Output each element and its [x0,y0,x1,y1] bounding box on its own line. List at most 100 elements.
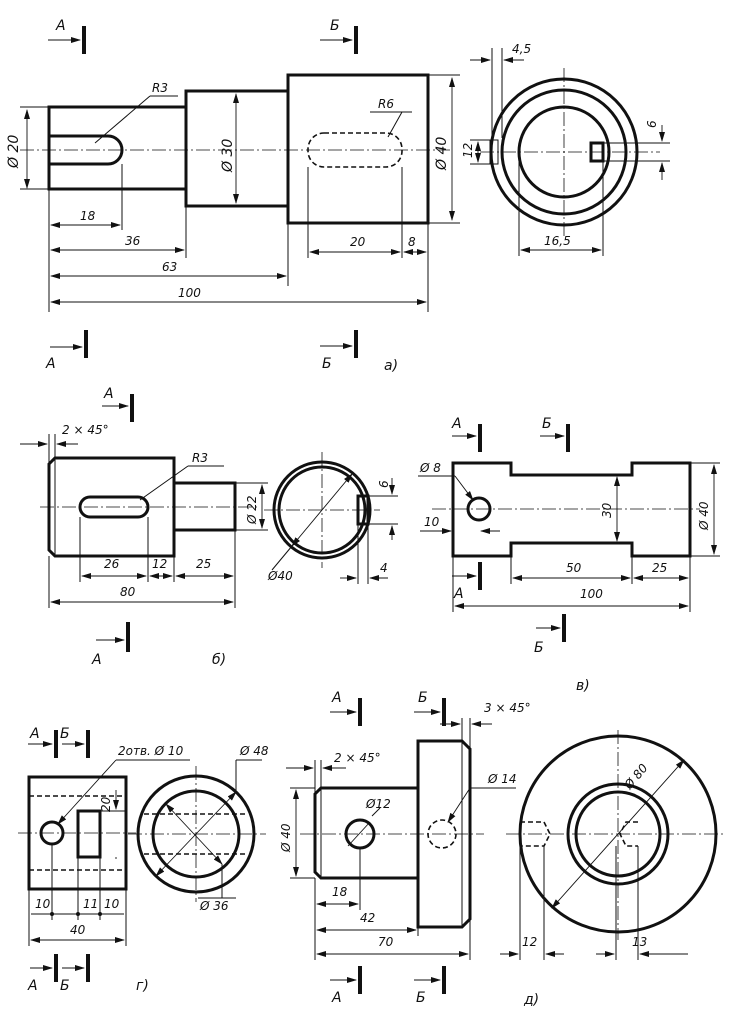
dim-l25: 25 [196,557,211,571]
section-letter-b: Б [416,990,426,1006]
view-a-section-mark-b-top: Б [320,18,358,54]
keyway-slot-left [49,134,124,166]
dim-l50: 50 [566,561,582,575]
dim-d36: Ø 36 [199,899,229,913]
dim-d14: Ø 14 [487,772,517,786]
dim-chamfer: 2 × 45° [62,423,109,437]
section-letter-b: Б [322,356,332,372]
view-d-end-view: Ø 80 12 13 [500,730,726,960]
dim-4-5: 4,5 [512,42,531,56]
keyway-slot-b [78,495,150,519]
dim-l12: 12 [522,935,537,949]
view-g-section-marks-bottom: А Б [27,954,90,994]
section-letter-b: Б [534,640,544,656]
dim-l100: 100 [580,587,603,601]
view-b-section-mark-a-bottom: А [91,622,130,668]
dim-chamfer3: 3 × 45° [484,701,531,715]
dim-d40: Ø 40 [279,823,293,853]
dim-l18: 18 [80,209,96,223]
view-a-end-view: 4,5 12 6 16,5 [461,42,670,256]
section-letter-a: А [29,726,40,742]
view-d-section-mark-a-top: А [330,690,362,726]
dim-16-5: 16,5 [544,234,571,248]
shaft-b-small-step [172,481,237,532]
view-g-end-view: Ø 48 Ø 36 [128,744,269,913]
view-v-part: А Б А Б Ø 8 10 30 Ø 40 [418,416,720,694]
dim-r3: R3 [192,451,208,465]
hole-d14-hidden [427,819,457,849]
dim-l100: 100 [178,286,201,300]
view-d-section-mark-a-bottom: А [330,966,362,1006]
view-g-section-marks-top: А Б [28,726,90,758]
view-b-section-mark-a-top: А [102,386,134,422]
view-d-section-mark-b-bottom: Б [414,966,446,1006]
dim-r3: R3 [152,81,168,95]
dim-l30: 30 [600,502,614,518]
section-letter-a: А [331,990,342,1006]
dim-l12: 12 [152,557,167,571]
section-letter-b: Б [60,978,70,994]
dim-l20: 20 [99,796,113,812]
dim-d30: Ø 30 [220,139,236,173]
section-letter-a: А [453,586,464,602]
section-letter-a: А [103,386,114,402]
dim-chamfer2: 2 × 45° [334,751,381,765]
section-letter-b: Б [418,690,428,706]
caption-a: а) [384,358,398,374]
view-a-section-mark-b-bottom: Б [320,330,358,372]
dim-l26: 26 [104,557,120,571]
dim-12: 12 [461,143,475,158]
dim-d48: Ø 48 [239,744,269,758]
view-v-section-mark-a-top: А [451,416,482,452]
dim-d12: Ø12 [365,797,391,811]
dim-d22: Ø 22 [245,495,259,525]
hole-d8 [466,496,492,522]
view-d-section-mark-b-top: Б [414,690,446,726]
section-letter-a: А [451,416,462,432]
caption-g: г) [136,978,149,994]
section-letter-b: Б [542,416,552,432]
section-letter-b: Б [330,18,340,34]
caption-v: в) [576,678,590,694]
dim-6: 6 [377,480,391,488]
section-letter-a: А [55,18,66,34]
dim-l70: 70 [378,935,394,949]
shaft-step-d20 [47,105,188,191]
caption-d: д) [523,992,539,1008]
dim-l8: 8 [408,235,416,249]
section-letter-a: А [27,978,38,994]
dim-d8: Ø 8 [419,461,441,475]
view-b-shaft: А А R3 2 × 45° Ø 22 26 12 25 [20,386,398,668]
shaft-step-d30 [184,89,290,208]
dim-holes: 2отв. Ø 10 [118,744,184,758]
view-d-part: А Б А Б 3 × 45° 2 × 45 [279,690,726,1008]
shaft-step-d40 [286,73,430,225]
dim-l11: 11 [83,897,98,911]
dim-l18: 18 [332,885,348,899]
dim-d40: Ø 40 [697,501,711,531]
view-g-part: А Б А Б 20 2отв. Ø 10 [18,726,269,994]
dim-l36: 36 [125,234,141,248]
view-v-section-mark-a-bottom: А [452,562,482,602]
view-a-shaft: А Б А Б Ø 20 Ø 30 [6,18,670,374]
dim-l80: 80 [120,585,136,599]
dim-l40: 40 [70,923,86,937]
view-v-section-mark-b-top: Б [540,416,570,452]
dim-l10-a: 10 [35,897,51,911]
dim-l10: 10 [424,515,440,529]
caption-b: б) [212,652,226,668]
dim-d40: Ø40 [267,569,293,583]
dim-l10-b: 10 [104,897,120,911]
section-letter-a: А [331,690,342,706]
slot-g [76,809,102,859]
section-letter-a: А [91,652,102,668]
dim-r6: R6 [378,97,394,111]
dim-l63: 63 [162,260,177,274]
dim-l20: 20 [350,235,366,249]
section-letter-b: Б [60,726,70,742]
view-v-section-mark-b-bottom: Б [534,614,566,656]
view-a-section-mark-a-bottom: А [45,330,88,372]
dim-l42: 42 [360,911,375,925]
dim-l25: 25 [652,561,667,575]
